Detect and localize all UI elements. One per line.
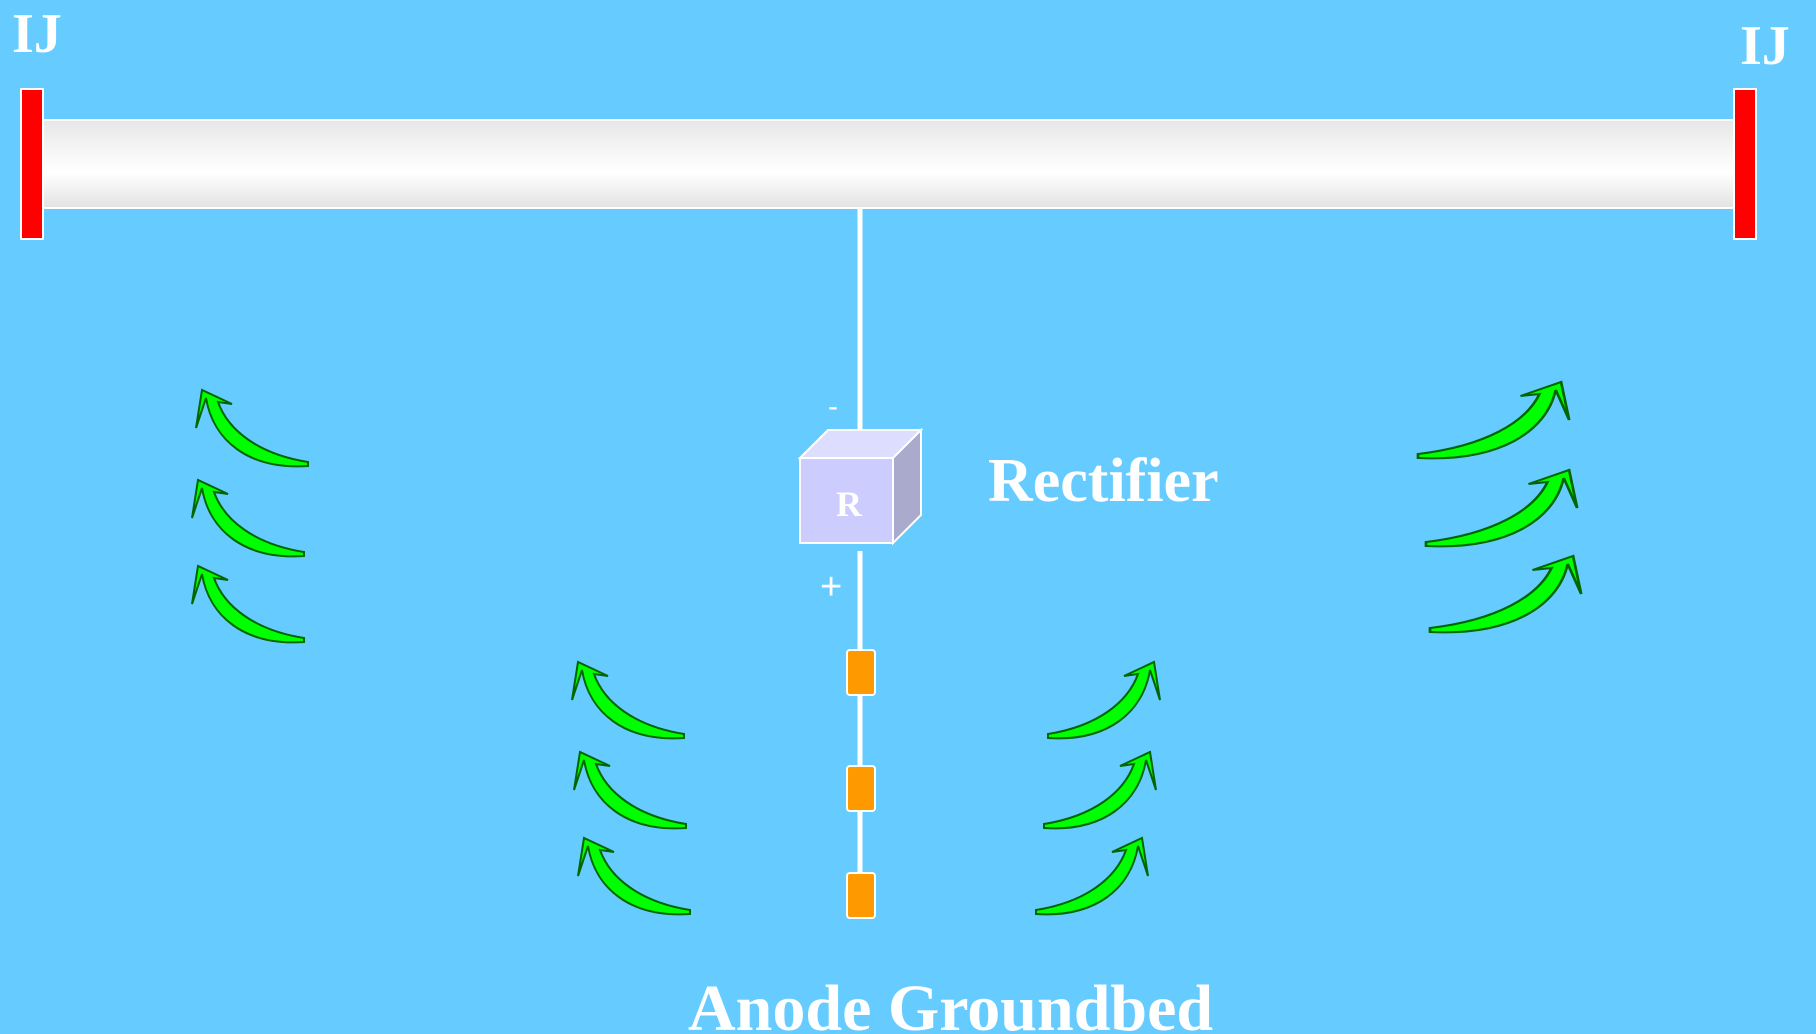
pipeline xyxy=(29,119,1743,209)
insulating-joint-right xyxy=(1733,88,1757,240)
current-arrow xyxy=(1043,751,1157,830)
insulating-joint-left-label: IJ xyxy=(12,3,62,65)
current-arrow xyxy=(1424,468,1579,548)
rectifier-label: Rectifier xyxy=(988,447,1219,515)
positive-terminal-label: + xyxy=(820,566,843,608)
current-arrow xyxy=(191,479,305,558)
current-arrow xyxy=(1416,380,1571,460)
anode-groundbed-label: Anode Groundbed xyxy=(688,972,1214,1034)
current-arrow xyxy=(1047,661,1161,740)
anode-1 xyxy=(846,649,876,696)
insulating-joint-right-label: IJ xyxy=(1740,15,1790,77)
current-arrow xyxy=(191,565,305,644)
current-arrow xyxy=(577,837,691,916)
negative-terminal-label: - xyxy=(828,390,838,423)
current-arrow xyxy=(571,661,685,740)
rectifier-box-label: R xyxy=(836,484,862,524)
current-arrow xyxy=(195,389,309,468)
anode-3 xyxy=(846,872,876,919)
current-arrow xyxy=(1428,554,1583,634)
current-arrow xyxy=(1035,837,1149,916)
rectifier-box xyxy=(797,427,924,546)
insulating-joint-left xyxy=(20,88,44,240)
current-arrow xyxy=(573,751,687,830)
anode-2 xyxy=(846,765,876,812)
